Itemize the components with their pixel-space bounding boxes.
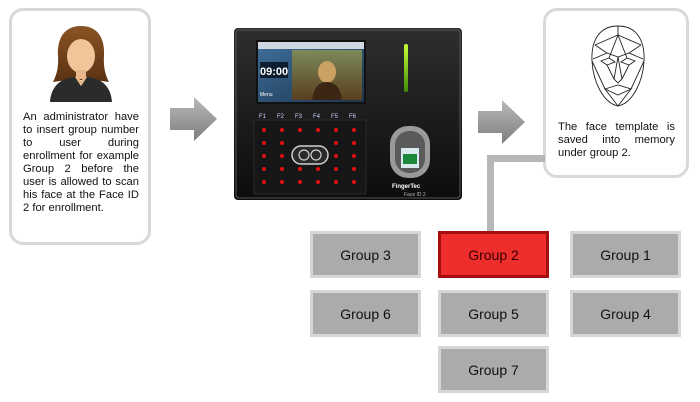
device-brand: FingerTec — [392, 184, 421, 190]
key-f5-label: F5 — [331, 114, 339, 120]
connector-line — [487, 155, 545, 162]
group-2-box: Group 2 — [438, 231, 549, 278]
face-id-device: 09:00 Menu F1 F2 F3 F4 F5 F6 — [234, 28, 462, 200]
group-label: Group 1 — [600, 246, 651, 263]
group-label: Group 5 — [468, 305, 519, 322]
group-6-box: Group 6 — [310, 290, 421, 337]
key-f1-label: F1 — [259, 114, 267, 120]
group-label: Group 4 — [600, 305, 651, 322]
group-label: Group 3 — [340, 246, 391, 263]
device-clock: 09:00 — [260, 66, 288, 78]
face-template-icon — [591, 25, 645, 107]
key-f3-label: F3 — [295, 114, 303, 120]
right-arrow-icon — [478, 100, 525, 144]
group-7-box: Group 7 — [438, 346, 549, 393]
group-label: Group 6 — [340, 305, 391, 322]
administrator-description: An administrator have to insert group nu… — [23, 111, 139, 214]
face-template-description: The face template is saved into memory u… — [558, 121, 675, 159]
administrator-card: An administrator have to insert group nu… — [9, 8, 151, 245]
connector-line — [487, 156, 494, 233]
group-5-box: Group 5 — [438, 290, 549, 337]
group-4-box: Group 4 — [570, 290, 681, 337]
group-label: Group 2 — [468, 246, 519, 263]
face-id-device-illustration: 09:00 Menu F1 F2 F3 F4 F5 F6 — [234, 28, 462, 200]
device-menu-label: Menu — [260, 92, 273, 98]
group-1-box: Group 1 — [570, 231, 681, 278]
right-arrow-icon — [170, 97, 217, 141]
device-model: Face ID 2 — [404, 192, 426, 198]
face-template-card: The face template is saved into memory u… — [543, 8, 689, 178]
key-f2-label: F2 — [277, 114, 285, 120]
key-f6-label: F6 — [349, 114, 357, 120]
administrator-avatar-icon — [50, 26, 112, 102]
group-3-box: Group 3 — [310, 231, 421, 278]
group-label: Group 7 — [468, 361, 519, 378]
key-f4-label: F4 — [313, 114, 321, 120]
